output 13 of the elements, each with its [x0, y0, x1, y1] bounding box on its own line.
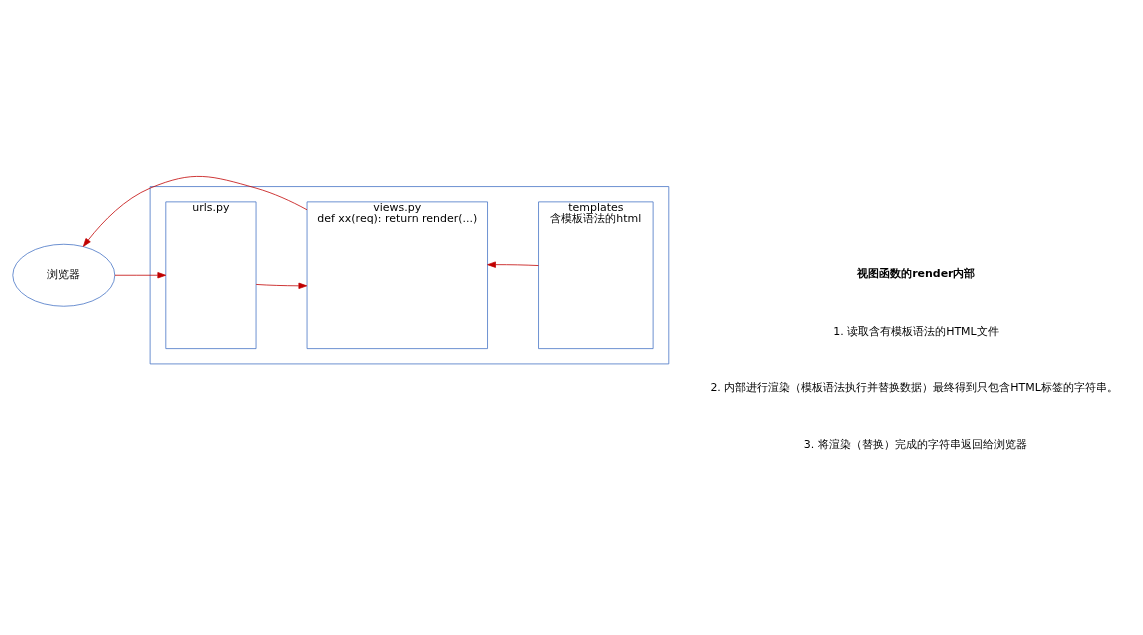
arrow: [82, 176, 308, 247]
node-ellipse: 浏览器: [12, 243, 116, 307]
label: 视图函数的render内部: [857, 267, 976, 281]
label: 2. 内部进行渲染（模板语法执行并替换数据）最终得到只包含HTML标签的字符串。: [710, 381, 1118, 395]
arrow: [114, 272, 167, 279]
node-box: templates 含模板语法的html: [538, 201, 654, 349]
label: 1. 读取含有模板语法的HTML文件: [833, 324, 999, 338]
label: 3. 将渲染（替换）完成的字符串返回给浏览器: [803, 437, 1027, 451]
node-box: urls.py: [165, 201, 257, 349]
node-box: views.py def xx(req): return render(...): [306, 201, 488, 349]
arrow: [487, 261, 539, 268]
arrow: [255, 282, 308, 289]
cluster: [149, 186, 670, 365]
